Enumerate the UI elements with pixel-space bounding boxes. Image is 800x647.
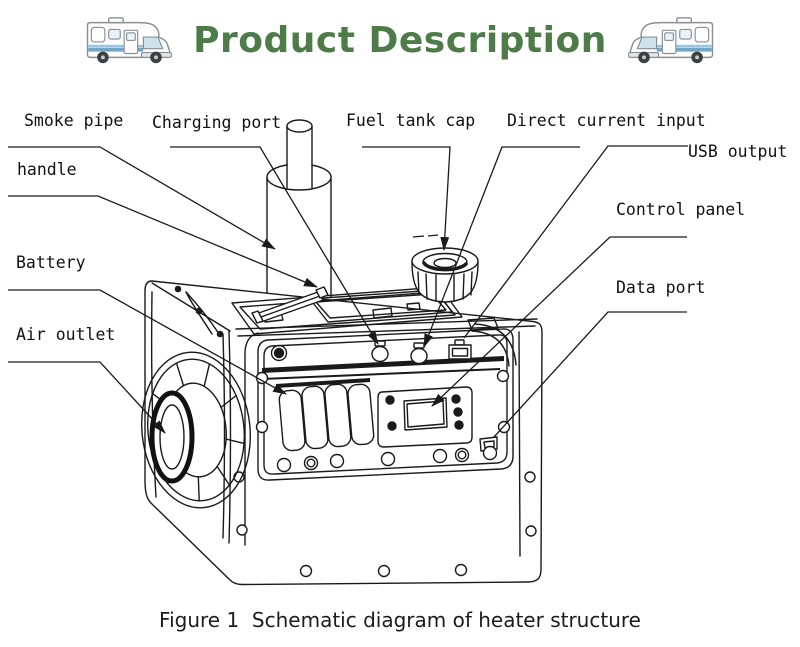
leader-data-port	[493, 311, 687, 438]
top-tray	[231, 286, 499, 335]
label-battery: Battery	[16, 253, 86, 272]
rv-camper-icon	[86, 17, 173, 64]
label-usb-output: USB output	[688, 142, 788, 161]
centerline-dash	[427, 234, 439, 237]
label-control-panel: Control panel	[616, 200, 746, 219]
page-title: Product Description	[193, 19, 607, 61]
label-smoke-pipe: Smoke pipe	[24, 111, 124, 130]
figure-caption: Figure 1 Schematic diagram of heater str…	[159, 608, 641, 632]
fan-part	[140, 351, 252, 509]
usb-output-part	[448, 339, 472, 360]
front-panel	[255, 328, 514, 481]
leader-smoke-pipe	[8, 146, 276, 250]
leader-air-outlet	[8, 361, 166, 434]
air-outlet-part	[149, 390, 195, 484]
leader-battery	[8, 289, 287, 395]
smoke-pipe-part	[266, 119, 332, 301]
handle-part	[251, 286, 329, 324]
leader-charging-port	[170, 146, 379, 345]
header: Product Description	[0, 8, 800, 72]
leader-control-panel	[431, 236, 687, 407]
label-air-outlet: Air outlet	[16, 325, 116, 344]
charging-port-part	[371, 340, 389, 363]
leader-handle	[8, 195, 318, 288]
leader-lines	[8, 145, 688, 438]
leader-direct-current-input	[423, 146, 580, 348]
leader-fuel-tank-cap	[362, 146, 451, 251]
control-panel-part	[377, 386, 473, 448]
label-fuel-tank-cap: Fuel tank cap	[346, 111, 476, 130]
label-data-port: Data port	[616, 278, 706, 297]
label-direct-current-input: Direct current input	[507, 111, 706, 130]
label-charging-port: Charging port	[152, 113, 282, 132]
fuel-tank-cap-part	[411, 247, 479, 303]
centerline-dash	[412, 235, 425, 238]
label-handle: handle	[17, 160, 77, 179]
leader-usb-output	[463, 145, 688, 339]
battery-part	[276, 378, 375, 452]
rv-camper-icon	[627, 17, 714, 64]
